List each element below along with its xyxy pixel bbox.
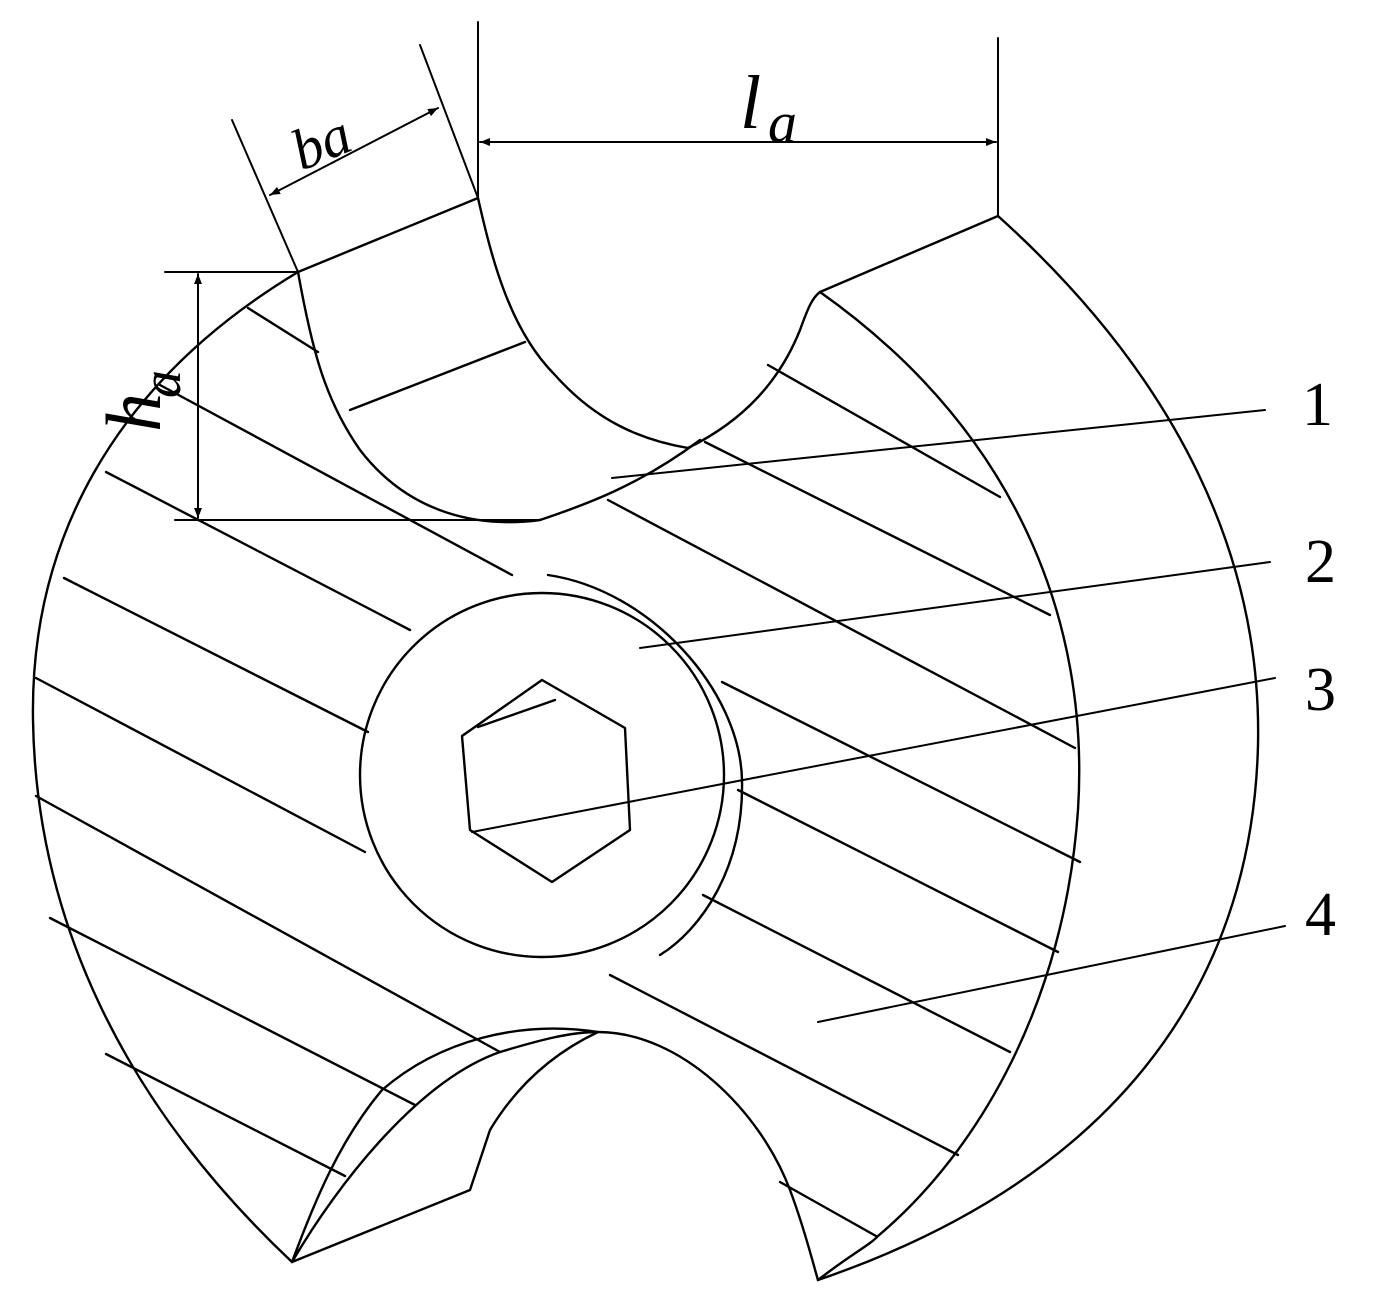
la-label-sub: a: [768, 90, 797, 155]
callout-1: 1: [1302, 371, 1333, 439]
bottom-flute-arc: [290, 1030, 820, 1282]
ba-extension-left: [231, 119, 299, 273]
dimension-la: l a: [477, 21, 999, 217]
inner-right-arc: [818, 290, 1081, 1238]
hatch-line: [608, 973, 960, 1157]
hatch-line: [701, 893, 1012, 1054]
ha-label-main: h: [90, 393, 177, 432]
ba-dimension-line: [269, 107, 439, 196]
outer-right-arc: [816, 214, 1260, 1282]
callouts: 1 2 3 4: [471, 371, 1336, 1023]
upper-flute-left: [296, 270, 542, 524]
ba-label: ba: [282, 101, 360, 183]
ba-extension-right: [419, 44, 479, 199]
hatch-line: [104, 470, 412, 632]
hex-inner-edge: [476, 698, 557, 729]
hatch-line: [778, 1180, 878, 1238]
dimension-ba: ba: [231, 44, 479, 273]
washer-rim-shadow: [546, 573, 744, 957]
hatch-line: [48, 916, 417, 1107]
hex-socket: [460, 678, 632, 884]
flute-bottom-curve: [538, 438, 702, 522]
center-hub: [358, 573, 744, 959]
section-hatching: [34, 306, 1082, 1238]
flute-top-edge: [296, 196, 480, 274]
leader-4: [817, 925, 1286, 1023]
hatch-line: [606, 498, 1077, 750]
ha-label-sub: a: [131, 370, 193, 398]
flute-cross-line: [348, 340, 527, 412]
hatch-line: [34, 676, 367, 854]
leader-2: [639, 561, 1271, 649]
hatch-line: [246, 306, 320, 354]
callout-2: 2: [1305, 528, 1336, 596]
callout-4: 4: [1305, 881, 1336, 949]
upper-groove-top: [818, 214, 1000, 294]
hatch-line: [736, 788, 1060, 954]
la-label-main: l: [740, 61, 761, 145]
hatch-line: [720, 680, 1082, 864]
hatch-line: [158, 383, 514, 577]
callout-3: 3: [1305, 656, 1336, 724]
hatch-line: [703, 440, 1052, 617]
hatch-line: [62, 576, 370, 734]
upper-groove-arc: [686, 290, 822, 450]
hatch-line: [766, 363, 1002, 499]
outer-left-arc: [31, 270, 300, 1264]
body-outline: [31, 196, 1260, 1282]
hatch-line: [104, 1052, 347, 1178]
washer-circle: [358, 591, 726, 959]
upper-flute-right: [476, 196, 690, 450]
bottom-right-lip: [816, 1234, 880, 1282]
leader-1: [611, 409, 1266, 479]
bottom-flute-inner: [290, 1027, 600, 1264]
hatch-line: [34, 794, 502, 1054]
dimension-ha: h a: [90, 271, 541, 521]
leader-3: [471, 677, 1276, 833]
